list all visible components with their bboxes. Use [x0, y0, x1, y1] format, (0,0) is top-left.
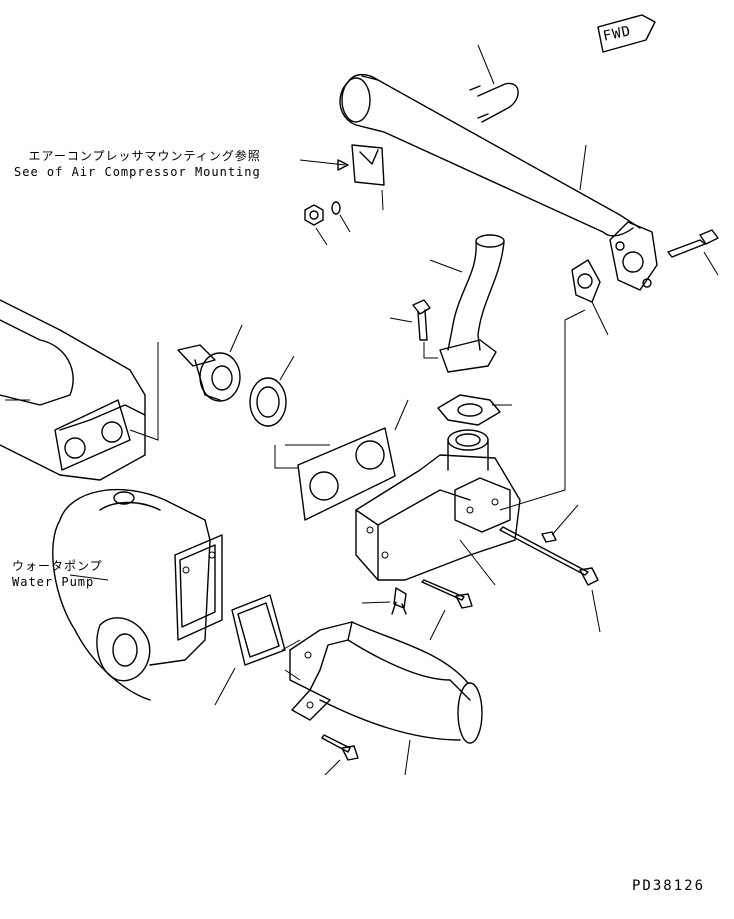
u-clip [469, 44, 519, 123]
leader-line-3 [423, 342, 438, 359]
short-bolt [541, 504, 579, 543]
gasket-pump [214, 594, 301, 706]
drain-cock [361, 587, 407, 615]
reference-note-english: See of Air Compressor Mounting [14, 165, 261, 179]
upper-bolt [667, 229, 719, 276]
leader-line [499, 320, 566, 511]
fwd-arrow-icon [597, 14, 656, 53]
long-bolt [499, 526, 601, 633]
water-pump-label-japanese: ウォータポンプ [12, 559, 103, 573]
drawing-code: PD38126 [632, 878, 706, 894]
gasket-middle [437, 394, 512, 426]
thermostat-housing [355, 429, 521, 586]
lower-elbow-pipe [289, 621, 483, 776]
water-pump-label-english: Water Pump [12, 575, 95, 589]
reference-note: エアーコンプレッサマウンティング参照 See of Air Compressor… [14, 148, 261, 180]
bottom-bolt [321, 734, 359, 776]
outlet-pipe [429, 234, 505, 373]
gasket-upper [571, 259, 609, 336]
water-pump [52, 488, 223, 701]
reference-arrowhead [337, 159, 349, 171]
reference-note-japanese: エアーコンプレッサマウンティング参照 [28, 149, 261, 163]
leader-line-2 [564, 309, 586, 321]
thermostat [177, 324, 243, 402]
cylinder-head [0, 299, 159, 481]
small-bolt [389, 299, 431, 341]
nut-and-washer [304, 201, 351, 246]
water-pump-label: ウォータポンプ Water Pump [12, 558, 103, 590]
bypass-pipe [339, 73, 658, 291]
bracket [351, 144, 385, 211]
lower-bolt-middle [421, 579, 473, 641]
seal-ring [249, 355, 295, 427]
gasket-double [274, 399, 409, 521]
